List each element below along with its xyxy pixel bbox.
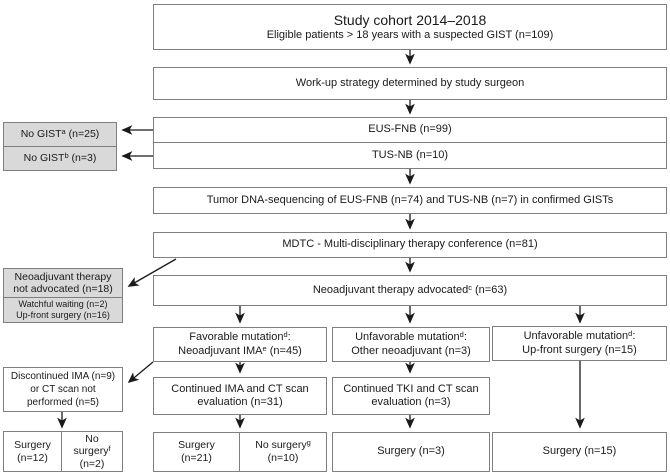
footnote-marker-f: f — [108, 444, 111, 454]
surgery-21-label: Surgery (n=21) — [178, 439, 215, 464]
not-advocated-label: Neoadjuvant therapy not advocated (n=18) — [13, 270, 113, 295]
study-cohort-title: Study cohort 2014–2018 — [333, 12, 487, 29]
box-tus-nb: TUS-NB (n=10) — [153, 142, 667, 169]
watchful-waiting-label: Watchful waiting (n=2) — [18, 298, 108, 309]
tus-nb-label: TUS-NB (n=10) — [371, 148, 449, 161]
footnote-marker-b: b — [64, 151, 69, 161]
box-discontinued-ima: Discontinued IMA (n=9) or CT scan not pe… — [3, 367, 123, 412]
box-no-surgery-f: No surgeryf (n=2) — [61, 431, 123, 472]
no-gist-a-label: No GISTa (n=25) — [20, 127, 100, 141]
box-workup-strategy: Work-up strategy determined by study sur… — [153, 67, 667, 100]
box-continued-ima: Continued IMA and CT scan evaluation (n=… — [153, 377, 327, 415]
no-surgery-g-label: No surgeryg (n=10) — [255, 438, 311, 464]
arrow-favorable-to-discontinued — [127, 361, 154, 384]
footnote-marker-d3: d — [628, 329, 633, 339]
box-surgery-15: Surgery (n=15) — [492, 432, 667, 472]
surgery-12-label: Surgery (n=12) — [14, 438, 51, 464]
box-study-cohort: Study cohort 2014–2018 Eligible patients… — [153, 4, 667, 50]
footnote-marker-d2: d — [459, 330, 464, 340]
study-cohort-subtitle: Eligible patients > 18 years with a susp… — [266, 29, 554, 42]
tumor-dna-label: Tumor DNA-sequencing of EUS-FNB (n=74) a… — [206, 193, 614, 206]
box-no-surgery-g: No surgeryg (n=10) — [239, 432, 327, 472]
continued-ima-label: Continued IMA and CT scan evaluation (n=… — [171, 382, 309, 408]
box-not-advocated: Neoadjuvant therapy not advocated (n=18) — [3, 268, 123, 298]
no-gist-b-label: No GISTb (n=3) — [23, 151, 97, 165]
upfront-surgery-label: Up-front surgery (n=16) — [16, 310, 110, 320]
box-not-advocated-detail: Watchful waiting (n=2) Up-front surgery … — [3, 297, 123, 323]
unfavorable-upfront-line2: Up-front surgery (n=15) — [522, 343, 637, 356]
surgery-15-label: Surgery (n=15) — [542, 445, 617, 458]
box-favorable-mutation: Favorable mutationd: Neoadjuvant IMAe (n… — [153, 327, 327, 362]
unfavorable-upfront-line1: Unfavorable mutationd: — [523, 329, 636, 343]
footnote-marker-e: e — [262, 343, 267, 353]
box-eus-fnb: EUS-FNB (n=99) — [153, 117, 667, 143]
box-mdtc: MDTC - Multi-disciplinary therapy confer… — [153, 232, 667, 258]
workup-label: Work-up strategy determined by study sur… — [295, 76, 525, 89]
unfavorable-other-line1: Unfavorable mutationd: — [355, 330, 467, 344]
footnote-marker-c: c — [468, 282, 472, 292]
footnote-marker-a: a — [61, 127, 66, 137]
box-surgery-21: Surgery (n=21) — [153, 432, 240, 472]
box-unfavorable-upfront: Unfavorable mutationd: Up-front surgery … — [492, 326, 667, 361]
favorable-line1: Favorable mutationd: — [189, 330, 291, 344]
box-surgery-3: Surgery (n=3) — [332, 432, 490, 472]
box-tumor-dna-sequencing: Tumor DNA-sequencing of EUS-FNB (n=74) a… — [153, 187, 667, 214]
unfavorable-other-line2: Other neoadjuvant (n=3) — [351, 344, 471, 357]
box-advocated: Neoadjuvant therapy advocatedc (n=63) — [153, 275, 667, 306]
box-no-gist-a: No GISTa (n=25) — [3, 122, 117, 147]
mdtc-label: MDTC - Multi-disciplinary therapy confer… — [282, 238, 538, 251]
box-continued-tki: Continued TKI and CT scan evaluation (n=… — [332, 377, 490, 415]
continued-tki-label: Continued TKI and CT scan evaluation (n=… — [343, 382, 479, 408]
eus-fnb-label: EUS-FNB (n=99) — [368, 123, 452, 136]
box-no-gist-b: No GISTb (n=3) — [3, 146, 117, 171]
surgery-3-label: Surgery (n=3) — [377, 445, 445, 458]
favorable-line2: Neoadjuvant IMAe (n=45) — [178, 343, 302, 357]
footnote-marker-d: d — [283, 330, 288, 340]
advocated-label: Neoadjuvant therapy advocatedc (n=63) — [312, 282, 508, 296]
discontinued-label: Discontinued IMA (n=9) or CT scan not pe… — [10, 371, 116, 408]
box-surgery-12: Surgery (n=12) — [3, 431, 62, 472]
box-unfavorable-other: Unfavorable mutationd: Other neoadjuvant… — [332, 327, 490, 362]
footnote-marker-g: g — [306, 438, 311, 448]
no-surgery-f-label: No surgeryf (n=2) — [73, 433, 111, 470]
